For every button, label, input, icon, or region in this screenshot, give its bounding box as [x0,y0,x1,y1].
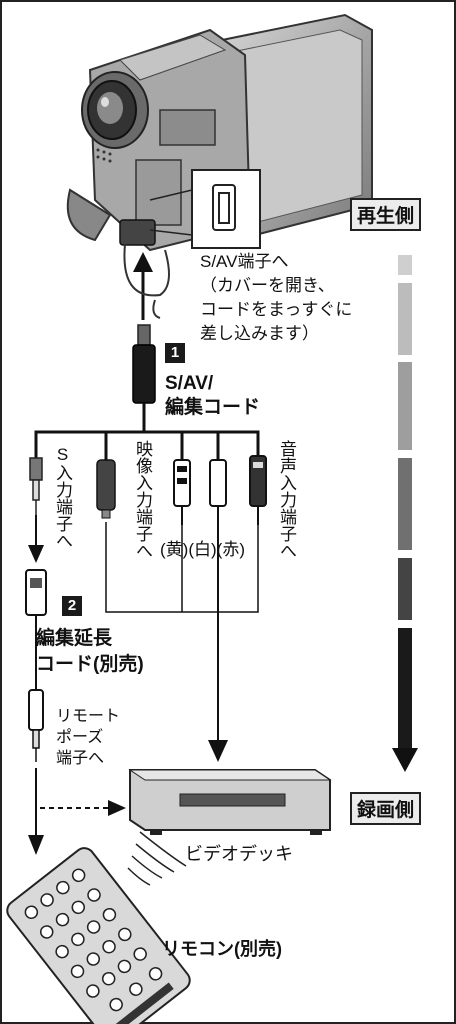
remote-control [6,847,191,1024]
arrow-down-to-vcr-icon [208,740,228,762]
yellow-label: (黄) [160,540,189,559]
cable-split-bar [34,430,260,460]
sav-cable-label: S/AV/ 編集コード [165,373,261,418]
sav-terminal-note: S/AV端子へ （カバーを開き、 コードをまっすぐに 差し込みます） [200,252,353,343]
remote-label: リモコン(別売) [162,939,282,959]
color-labels: (黄)(白)(赤) [160,535,245,560]
rca-plug-red [249,455,267,525]
arrow-right-icon [108,800,126,816]
step-2-badge: 2 [62,596,82,616]
camcorder-illustration [66,13,373,252]
rca-plug-yellow [173,459,191,525]
audio-input-label: 音声入力端子へ [277,440,296,559]
vcr-illustration [128,769,332,835]
s-plug [96,459,116,519]
rca-plug-white [209,459,227,525]
extension-cable-label: 編集延長 コード(別売) [36,628,144,675]
sav-plug [132,324,156,404]
signal-waves [127,831,187,886]
arrow-down-remote-icon [28,835,44,855]
extension-cable [25,569,47,762]
playback-side-label: 再生側 [350,198,422,231]
video-input-label: 映像入力端子へ [133,440,152,559]
arrow-down-icon [28,545,44,563]
white-label: (白) [188,540,217,559]
flow-indicator [392,255,418,772]
recording-side-label: 録画側 [350,792,422,825]
red-label: (赤) [216,540,245,559]
remote-pause-label: リモート ポーズ 端子へ [56,708,121,767]
vcr-label: ビデオデッキ [185,844,293,864]
flow-arrow-down-icon [392,748,418,772]
mini-plug-top [29,457,43,515]
s-input-label: S入力端子へ [53,445,72,549]
step-1-badge: 1 [165,343,185,363]
arrow-up-icon [133,252,153,272]
